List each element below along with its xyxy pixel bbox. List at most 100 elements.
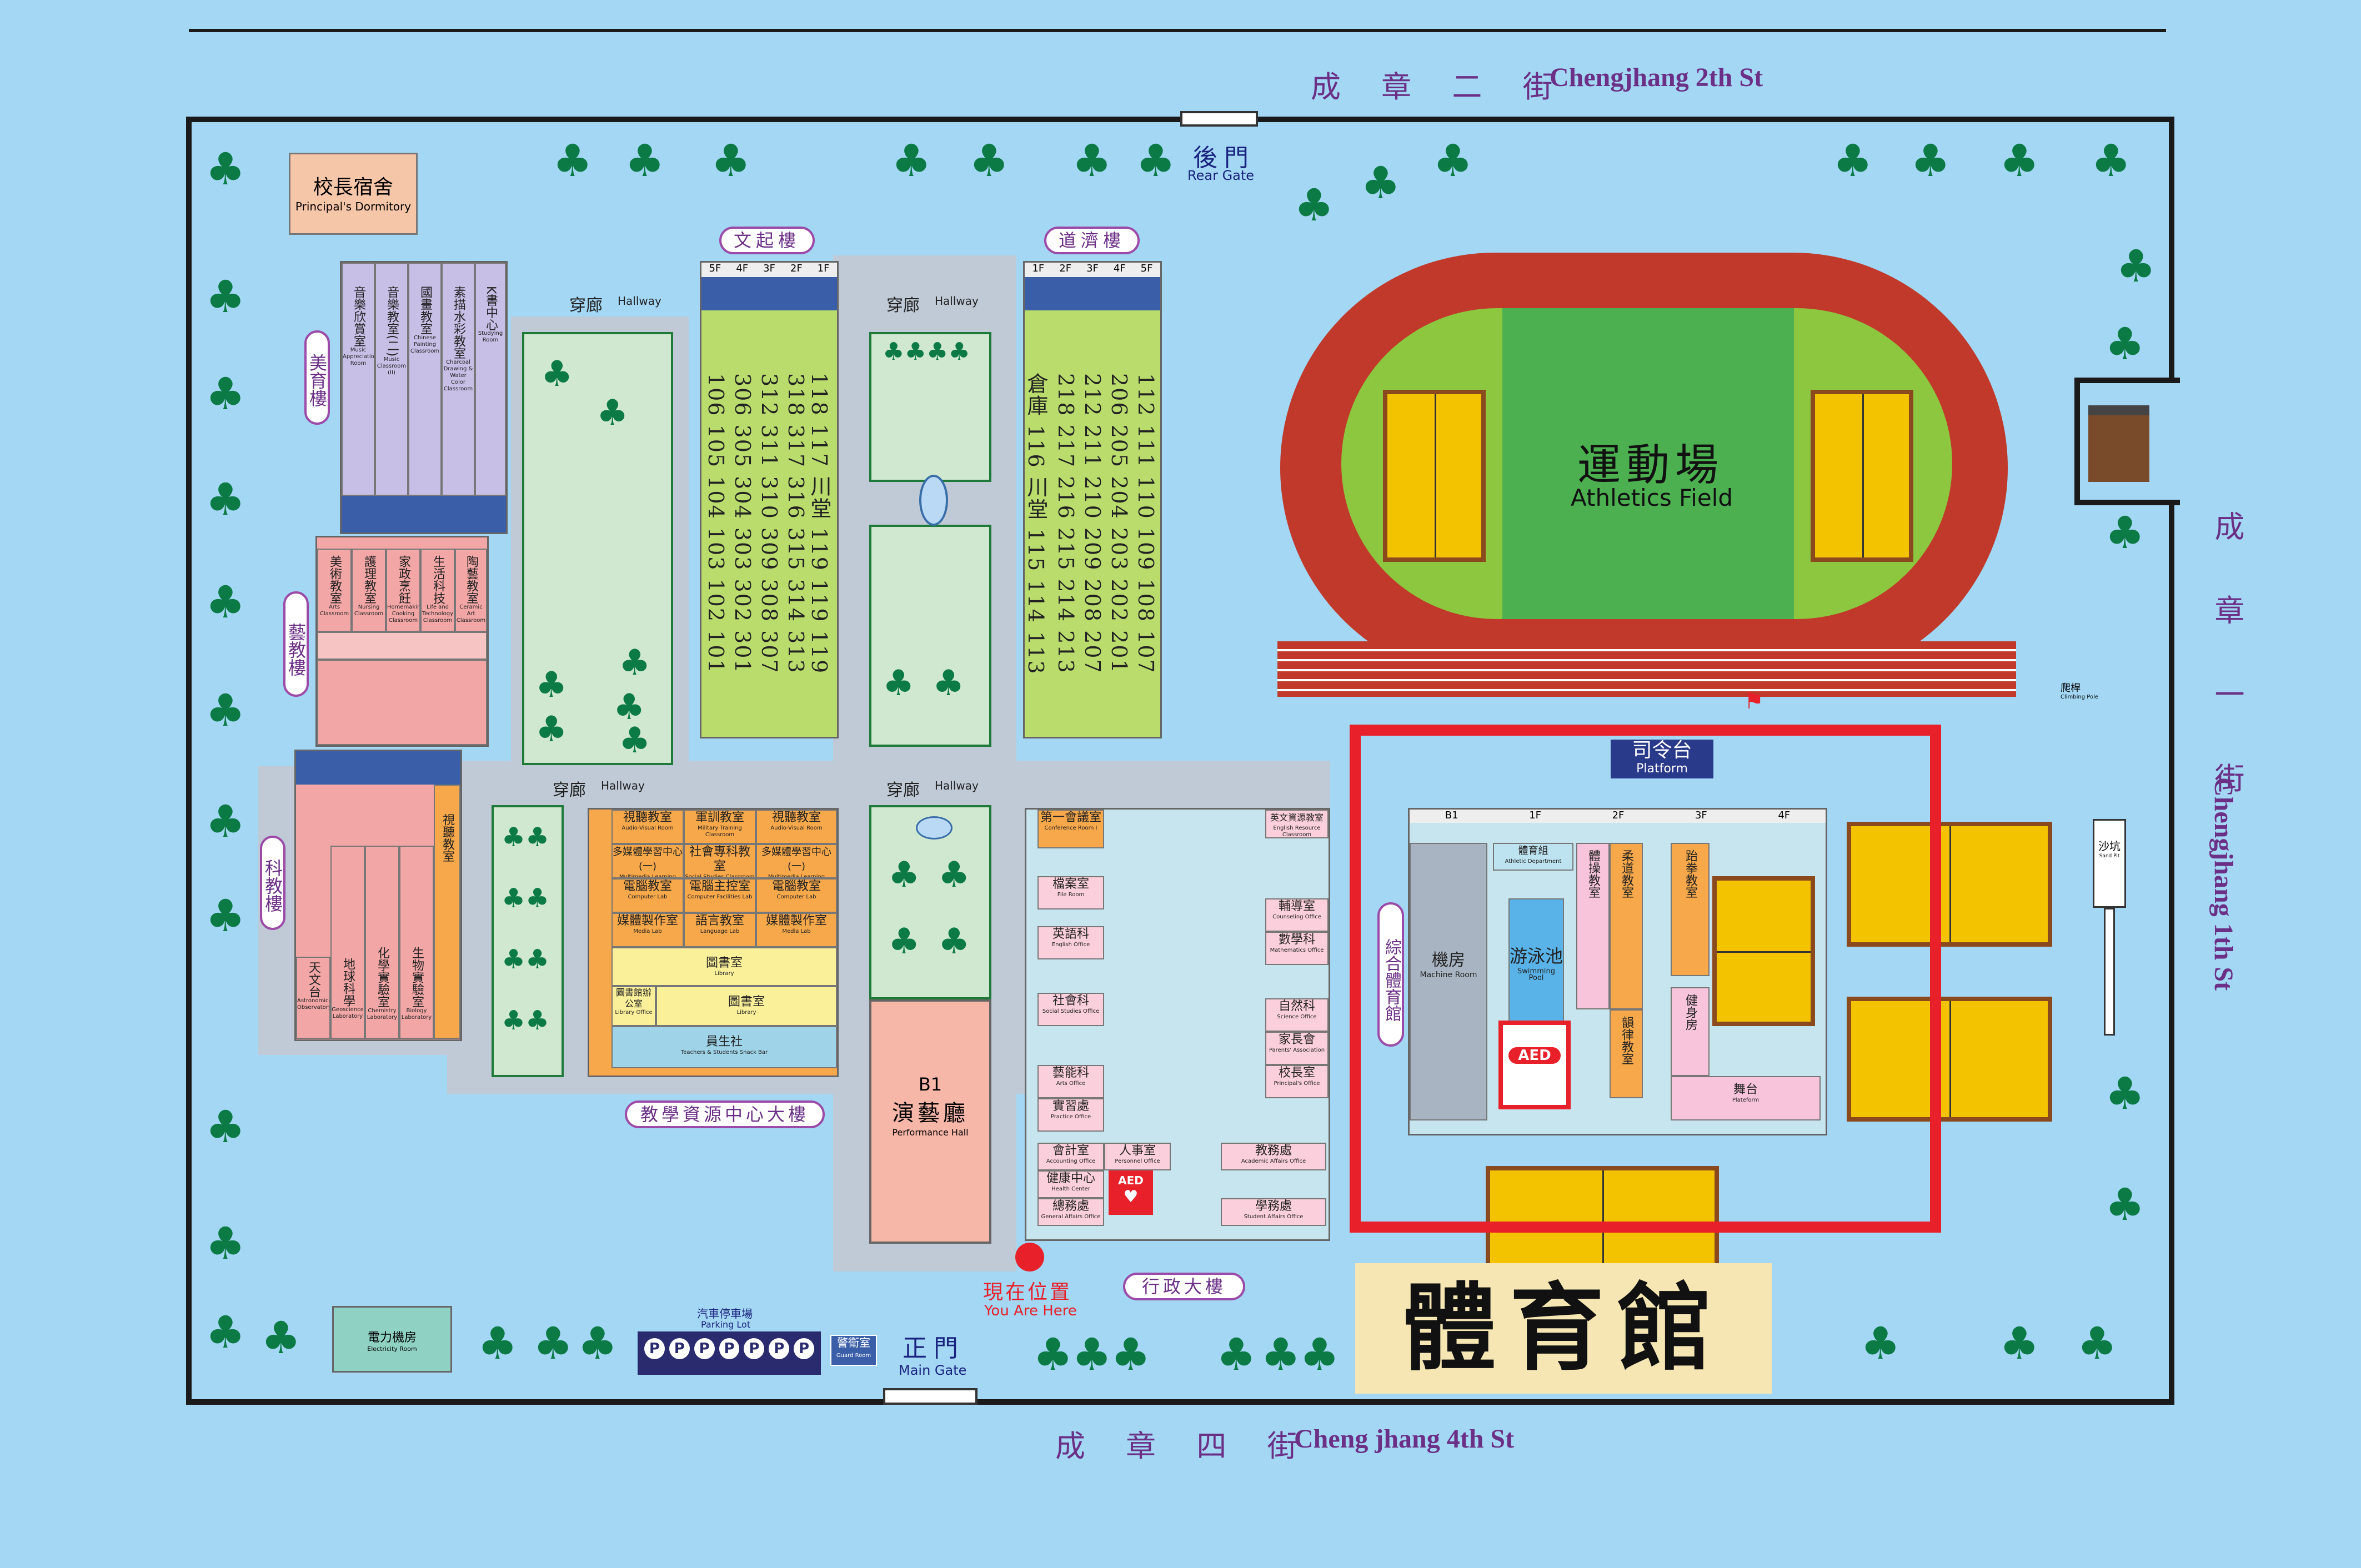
tree-icon: ♣ <box>1072 135 1112 187</box>
rear-gate-label-en: Rear Gate <box>1187 168 1255 183</box>
tree-icon: ♣ <box>261 1312 301 1364</box>
field-pitch[interactable] <box>1502 308 1794 619</box>
tree-icon: ♣ <box>205 368 245 420</box>
street-east-cn: 成 章 一 街 <box>2209 511 2244 815</box>
admin-building-label: 行政大樓 <box>1123 1273 1245 1300</box>
climbing-pole-label-en: Climbing Pole <box>2061 694 2098 700</box>
tree-icon: ♣ <box>1294 179 1334 231</box>
rear-gate-label: 後門 <box>1193 144 1255 172</box>
wenqi-col-2: 306 305 304 303 302 301 <box>730 373 755 674</box>
tree-icon: ♣ <box>553 135 593 187</box>
gym-highlight-frame <box>1350 725 1941 1233</box>
hallway-label: 穿廊 <box>886 296 920 315</box>
hallway-label: 穿廊 <box>569 296 603 315</box>
teaching-center-label: 教學資源中心大樓 <box>625 1100 825 1128</box>
basketball-court[interactable] <box>1847 997 2052 1122</box>
field-label: 運動場 <box>1577 440 1725 490</box>
yijiao-building-label: 藝教樓 <box>283 591 309 697</box>
tree-icon: ♣ <box>1216 1329 1256 1380</box>
hallway-label-en: Hallway <box>935 779 979 792</box>
wenqi-building-label: 文起樓 <box>719 227 815 254</box>
tree-icon: ♣ <box>205 143 245 195</box>
basketball-court[interactable] <box>1383 390 1486 562</box>
tree-icon: ♣ <box>1300 1329 1340 1380</box>
tree-icon: ♣ <box>1833 135 1873 187</box>
hallway-label: 穿廊 <box>553 781 586 800</box>
you-are-here-marker <box>1015 1243 1044 1272</box>
tree-icon: ♣ <box>205 1306 245 1358</box>
tree-icon: ♣ <box>205 890 245 942</box>
basketball-court[interactable] <box>1811 390 1913 562</box>
fountain <box>919 475 948 526</box>
tree-icon: ♣ <box>1999 1318 2039 1369</box>
tree-icon: ♣ <box>205 685 245 736</box>
basketball-court[interactable] <box>1712 876 1815 1026</box>
tree-icon: ♣ <box>205 576 245 628</box>
daoji-col-2: 218 217 216 215 214 213 <box>1054 373 1078 674</box>
daoji-col-5: 112 111 110 109 108 107 <box>1134 373 1158 674</box>
pavilion-icon <box>2088 405 2149 482</box>
tree-icon: ♣ <box>2077 1318 2117 1369</box>
west-garden: ♣♣ ♣♣ ♣♣ ♣ <box>522 332 673 765</box>
garden-east: ♣♣ ♣♣ <box>869 805 991 999</box>
daoji-building-label: 道濟樓 <box>1044 227 1140 254</box>
main-gate-label-en: Main Gate <box>899 1363 967 1378</box>
street-south-en: Cheng jhang 4th St <box>1294 1424 1515 1454</box>
power-room: 電力機房 Electricity Room <box>332 1306 452 1373</box>
tree-icon: ♣ <box>1261 1329 1301 1380</box>
tree-icon: ♣ <box>1861 1318 1901 1369</box>
you-are-here-label: 現在位置 <box>983 1281 1072 1304</box>
tree-icon: ♣ <box>205 796 245 847</box>
tree-icon: ♣ <box>1033 1329 1073 1380</box>
field-label-en: Athletics Field <box>1571 484 1733 511</box>
tree-icon: ♣ <box>1433 135 1473 187</box>
tree-icon: ♣ <box>2105 1179 2145 1230</box>
tree-icon: ♣ <box>891 135 931 187</box>
street-east-en: Chengjhang 1th St <box>2209 777 2238 991</box>
rear-gate[interactable] <box>1180 111 1258 127</box>
wenqi-col-3: 312 311 310 309 308 307 <box>757 373 781 674</box>
wenqi-col-4: 318 317 316 315 314 313 <box>784 373 808 674</box>
performance-hall[interactable]: B1 演藝廳 Performance Hall <box>869 999 991 1244</box>
wenqi-col-1: 106 105 104 103 102 101 <box>704 373 728 674</box>
tree-icon: ♣ <box>205 1218 245 1269</box>
daoji-col-1: 倉庫 116 川堂 115 114 113 <box>1024 372 1048 675</box>
daoji-col-3: 212 211 210 209 208 207 <box>1080 373 1105 674</box>
hallway-label-en: Hallway <box>601 779 645 792</box>
central-garden-north: ♣♣♣♣ <box>869 332 991 482</box>
parking-lot[interactable]: P P P P P P P <box>638 1331 821 1375</box>
wenqi-col-5: 118 117 川堂 119 119 119 <box>807 373 831 675</box>
tree-icon: ♣ <box>1111 1329 1151 1380</box>
tree-icon: ♣ <box>2116 240 2156 292</box>
tree-icon: ♣ <box>578 1318 618 1369</box>
tree-icon: ♣ <box>1361 157 1401 209</box>
street-north-en: Chengjhang 2th St <box>1550 63 1763 92</box>
main-gate[interactable] <box>883 1388 978 1405</box>
aed-icon: AED <box>1498 1021 1571 1109</box>
central-garden-south: ♣♣ <box>869 525 991 747</box>
tree-icon: ♣ <box>2105 1068 2145 1119</box>
tree-icon: ♣ <box>205 271 245 323</box>
track-straight <box>1277 641 2016 697</box>
tree-icon: ♣ <box>625 135 665 187</box>
hallway-label-en: Hallway <box>618 294 661 308</box>
tree-icon: ♣ <box>969 135 1009 187</box>
tree-icon: ♣ <box>2105 507 2145 559</box>
principal-dormitory[interactable]: 校長宿舍 Principal's Dormitory <box>289 153 418 235</box>
aed-icon: AED♥ <box>1109 1170 1153 1215</box>
garden-strip: ♣♣♣♣ ♣♣♣♣ <box>492 805 564 1077</box>
meiyu-building-label: 美育樓 <box>304 330 330 425</box>
tree-icon: ♣ <box>2091 135 2131 187</box>
kejiao-building-label: 科教樓 <box>260 836 285 930</box>
basketball-court[interactable] <box>1847 822 2052 947</box>
